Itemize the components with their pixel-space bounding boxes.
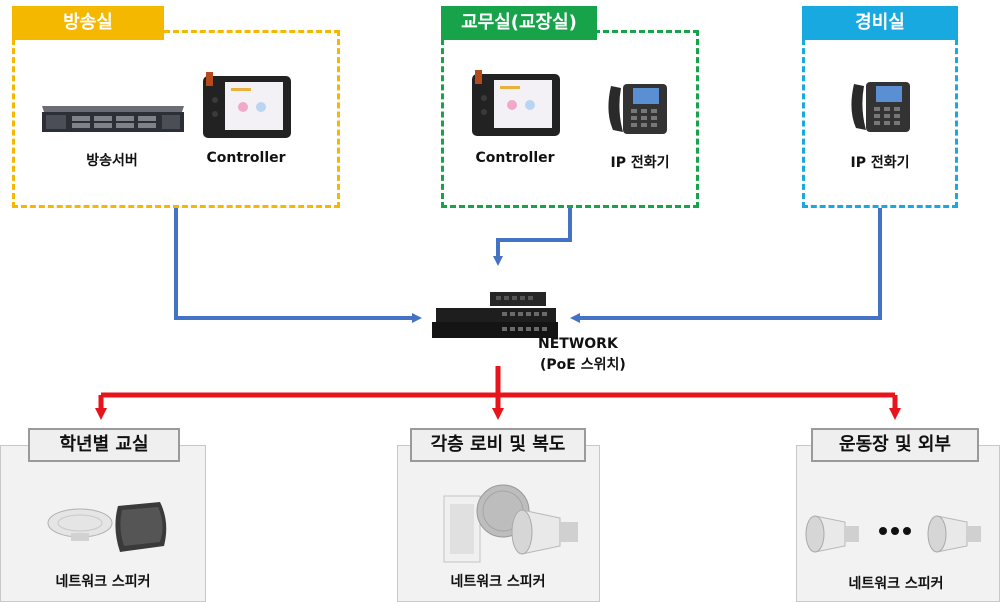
broadcast-room-title: 방송실 — [12, 6, 164, 40]
lobby-caption: 네트워크 스피커 — [450, 574, 546, 590]
network-label-line2: (PoE 스위치) — [540, 357, 626, 373]
line-guard-to-switch — [570, 208, 882, 323]
ellipsis-icon — [879, 527, 911, 535]
horn-speaker-icon — [511, 509, 578, 555]
office-room-title: 교무실(교장실) — [441, 6, 597, 40]
lobby-zone-title: 각층 로비 및 복도 — [410, 428, 586, 462]
broadcast-server-label: 방송서버 — [86, 153, 138, 169]
classroom-caption: 네트워크 스피커 — [55, 574, 151, 590]
office-phone-label: IP 전화기 — [610, 155, 670, 171]
ip-phone-icon — [608, 84, 667, 134]
outdoor-caption: 네트워크 스피커 — [848, 576, 944, 592]
ip-phone-icon — [851, 82, 910, 132]
network-label-line1: NETWORK — [538, 336, 618, 352]
guard-phone-label: IP 전화기 — [850, 155, 910, 171]
classroom-zone-title: 학년별 교실 — [28, 428, 180, 462]
line-office-to-switch — [493, 208, 572, 266]
horn-speaker-icon — [927, 515, 981, 553]
rack-server-icon — [42, 106, 184, 132]
wall-speaker-icon — [443, 495, 481, 563]
horn-speaker-icon — [805, 515, 859, 553]
touch-controller-icon — [472, 70, 560, 136]
outdoor-zone-title: 운동장 및 외부 — [811, 428, 979, 462]
ceiling-speaker-icon — [47, 508, 113, 541]
broadcast-controller-label: Controller — [206, 150, 286, 166]
touch-controller-icon — [203, 72, 291, 138]
poe-switch-icon — [432, 292, 558, 338]
office-controller-label: Controller — [475, 150, 555, 166]
wall-speaker-icon — [115, 502, 167, 552]
line-broadcast-to-switch — [174, 208, 422, 323]
guard-room-title: 경비실 — [802, 6, 958, 40]
